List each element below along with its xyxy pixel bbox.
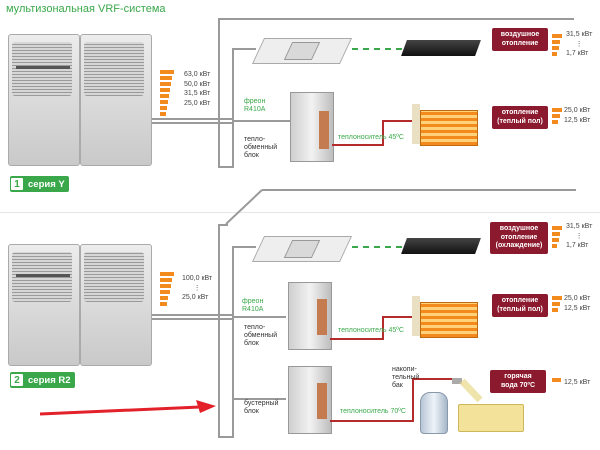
capacity-value: 25,0 кВт bbox=[564, 107, 591, 114]
underfloor-heating-icon bbox=[412, 104, 478, 148]
bathtub-icon bbox=[458, 404, 524, 432]
pipe bbox=[152, 122, 232, 124]
air-heating-badge: воздушное отопление bbox=[492, 28, 548, 51]
pipe bbox=[218, 224, 220, 438]
pipe bbox=[382, 316, 412, 318]
capacity-value: 50,0 кВт bbox=[184, 80, 211, 88]
shower-icon bbox=[450, 372, 486, 406]
cassette-unit-icon bbox=[251, 228, 353, 262]
capacity-value: 12,5 кВт bbox=[564, 116, 591, 124]
duct-unit-icon bbox=[401, 40, 481, 56]
dashed-line bbox=[352, 48, 402, 50]
pipe bbox=[382, 120, 384, 146]
air-heating-badge: воздушное отопление (охлаждение) bbox=[490, 222, 548, 254]
capacity-list: 63,0 кВт 50,0 кВт 31,5 кВт 25,0 кВт bbox=[184, 70, 210, 108]
pipe bbox=[218, 18, 574, 20]
series-name: серия Y bbox=[28, 178, 65, 190]
dashed-line bbox=[352, 246, 402, 248]
cassette-unit-icon bbox=[251, 30, 353, 64]
capacity-value: ⋮ bbox=[575, 232, 583, 240]
pipe bbox=[232, 246, 234, 438]
capacity-value: 31,5 кВт bbox=[566, 223, 593, 230]
capacity-value: 1,7 кВт bbox=[566, 50, 589, 57]
pipe bbox=[382, 120, 412, 122]
duct-unit-icon bbox=[401, 238, 481, 254]
pipe bbox=[152, 318, 232, 320]
series-name: серия R2 bbox=[28, 374, 71, 386]
series-number: 1 bbox=[10, 177, 24, 191]
capacity-bars-icon bbox=[160, 70, 174, 118]
capacity-value: ⋮ bbox=[575, 40, 583, 48]
heat-exchanger-unit-icon bbox=[288, 282, 332, 350]
capacity-value: 25,0 кВт bbox=[182, 294, 209, 301]
capacity-list: 100,0 кВт ⋮ 25,0 кВт bbox=[182, 274, 212, 303]
capacity-list: 25,0 кВт 12,5 кВт bbox=[564, 294, 590, 313]
pipe bbox=[330, 420, 414, 422]
pipe bbox=[152, 118, 232, 120]
pipe bbox=[412, 378, 414, 422]
capacity-value: 31,5 кВт bbox=[184, 90, 211, 97]
capacity-value: 100,0 кВт bbox=[182, 275, 213, 282]
capacity-bars-icon bbox=[552, 108, 562, 126]
arrow-icon bbox=[39, 398, 216, 418]
coolant-label: теплоноситель 45ºC bbox=[338, 327, 404, 334]
pipe bbox=[332, 144, 382, 146]
coolant-label: теплоноситель 70ºC bbox=[340, 408, 406, 415]
water-tank-icon bbox=[420, 392, 448, 434]
capacity-bars-icon bbox=[552, 296, 562, 314]
series-badge: 1 серия Y bbox=[10, 176, 69, 192]
pipe bbox=[218, 166, 234, 168]
tank-label: накопи- тельный бак bbox=[392, 366, 420, 389]
pipe bbox=[232, 48, 234, 166]
capacity-value: 25,0 кВт bbox=[184, 99, 211, 107]
pipe bbox=[382, 316, 384, 340]
capacity-value: 63,0 кВт bbox=[184, 71, 211, 78]
capacity-bars-icon bbox=[552, 378, 562, 384]
freon-label: фреон R410A bbox=[244, 98, 266, 113]
capacity-list: 31,5 кВт ⋮ 1,7 кВт bbox=[566, 222, 592, 251]
pipe bbox=[330, 338, 382, 340]
floor-heating-badge: отопление (теплый пол) bbox=[492, 294, 548, 317]
floor-heating-badge: отопление (теплый пол) bbox=[492, 106, 548, 129]
capacity-value: 31,5 кВт bbox=[566, 31, 593, 38]
page-title: мультизональная VRF-система bbox=[6, 3, 166, 15]
pipe bbox=[412, 378, 452, 380]
section-divider bbox=[0, 212, 600, 213]
coolant-label: теплоноситель 45ºC bbox=[338, 134, 404, 141]
capacity-value: 25,0 кВт bbox=[564, 295, 591, 302]
pipe bbox=[232, 120, 290, 122]
capacity-bars-icon bbox=[160, 272, 174, 308]
pipe bbox=[218, 224, 228, 226]
capacity-bars-icon bbox=[552, 34, 562, 58]
outdoor-unit-r2 bbox=[8, 244, 152, 366]
pipe bbox=[232, 316, 286, 318]
pipe bbox=[218, 436, 234, 438]
heat-exchanger-unit-icon bbox=[290, 92, 334, 162]
outdoor-unit-y bbox=[8, 34, 152, 166]
pipe bbox=[218, 18, 220, 166]
pipe bbox=[152, 314, 232, 316]
capacity-bars-icon bbox=[552, 226, 562, 250]
capacity-list: 25,0 кВт 12,5 кВт bbox=[564, 106, 590, 125]
capacity-list: 31,5 кВт ⋮ 1,7 кВт bbox=[566, 30, 592, 59]
freon-label: фреон R410A bbox=[242, 298, 264, 313]
capacity-value: 1,7 кВт bbox=[566, 242, 589, 249]
underfloor-heating-icon bbox=[412, 296, 478, 340]
pipe bbox=[232, 398, 286, 400]
capacity-value: 12,5 кВт bbox=[564, 379, 591, 386]
hot-water-badge: горячая вода 70ºC bbox=[490, 370, 546, 393]
pipe bbox=[232, 246, 256, 248]
booster-unit-icon bbox=[288, 366, 332, 434]
capacity-value: ⋮ bbox=[193, 284, 201, 292]
heat-exchanger-label: тепло- обменный блок bbox=[244, 324, 278, 347]
pipe bbox=[232, 48, 256, 50]
booster-label: бустерный блок bbox=[244, 400, 279, 415]
series-badge: 2 серия R2 bbox=[10, 372, 75, 388]
capacity-value: 12,5 кВт bbox=[564, 304, 591, 312]
heat-exchanger-label: тепло- обменный блок bbox=[244, 136, 278, 159]
series-number: 2 bbox=[10, 373, 24, 387]
pipe bbox=[225, 189, 576, 225]
